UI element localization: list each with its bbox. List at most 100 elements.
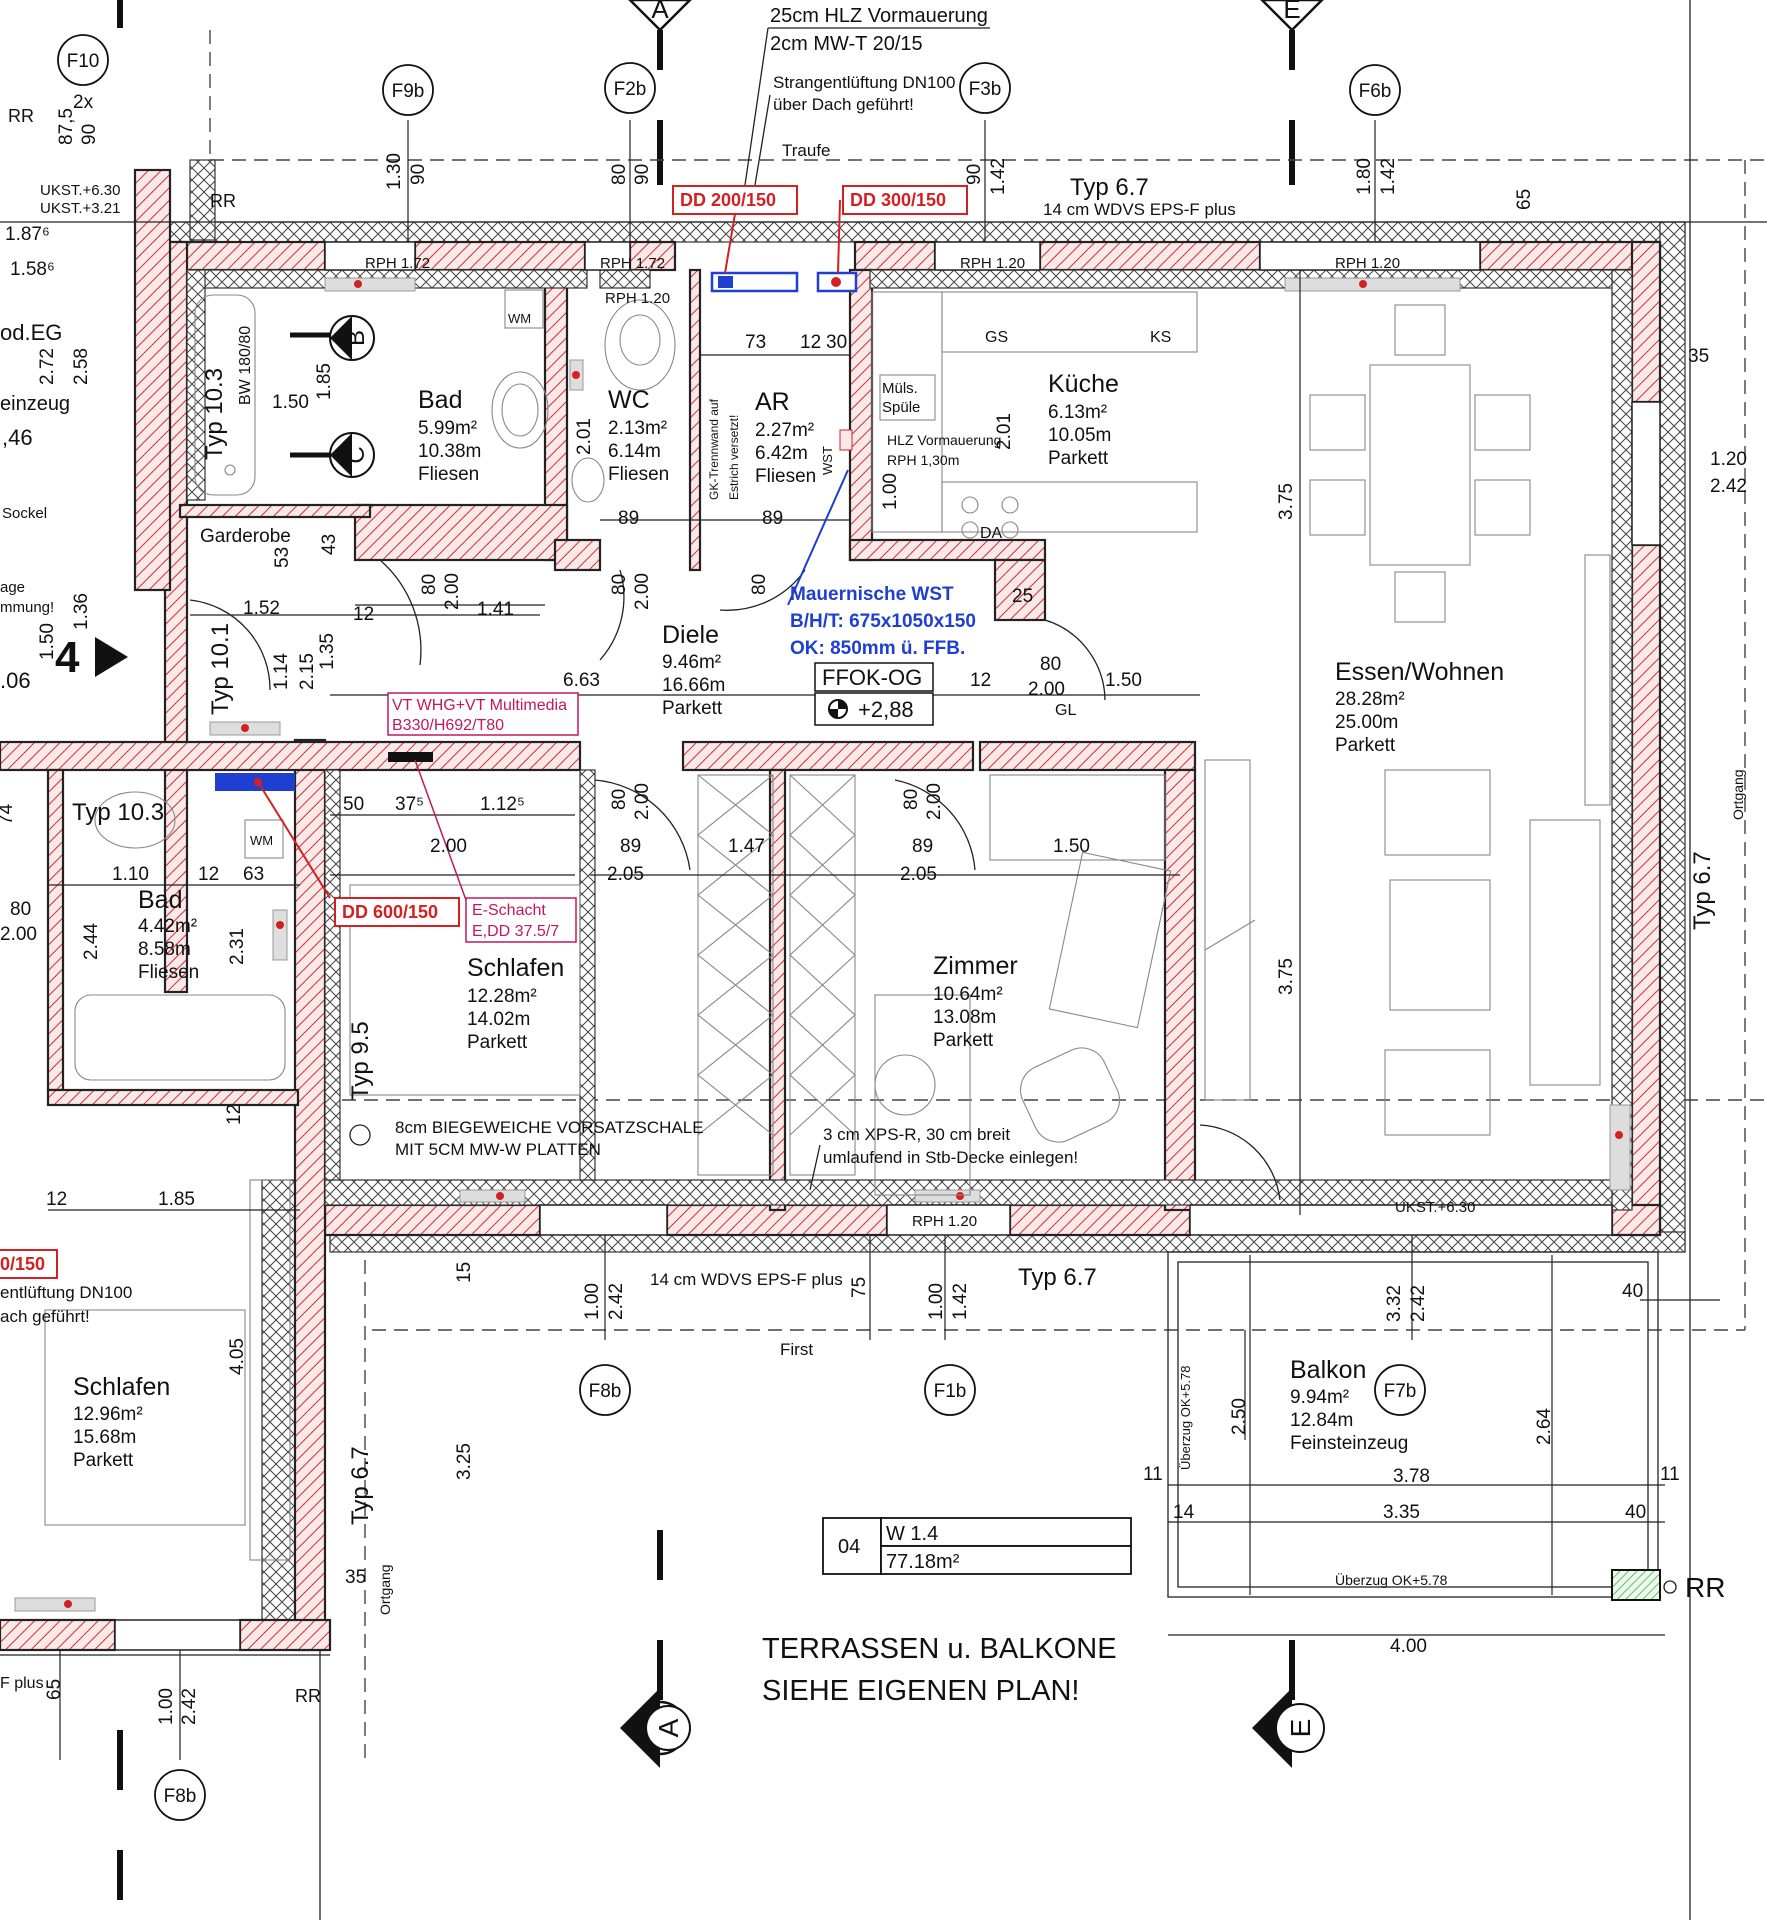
dimension-label: 11 <box>1143 1464 1163 1485</box>
dimension-label: 2.42 <box>1710 476 1747 497</box>
dimension-label: 1.58⁶ <box>10 259 55 280</box>
room-name: AR <box>755 388 790 416</box>
dimension-label: 12 <box>800 332 821 353</box>
dimension-label: 3.25 <box>454 1443 475 1480</box>
room-garderobe: Garderobe <box>200 526 291 547</box>
dimension-label: 2.00 <box>924 783 945 820</box>
vorsatz-label-2: MIT 5CM MW-W PLATTEN <box>395 1140 601 1159</box>
room-perimeter: 8.58m <box>138 939 191 960</box>
dimension-label: 50 <box>343 794 364 815</box>
room-area: 2.27m² <box>755 420 814 441</box>
dimension-label: 75 <box>849 1277 870 1298</box>
bathtub-label: BW 180/80 <box>237 326 254 405</box>
room-floor: Parkett <box>467 1032 528 1053</box>
axis-label: E <box>1283 0 1300 24</box>
dimension-label: 90 <box>79 124 100 145</box>
hlz-label: 25cm HLZ Vormauerung <box>770 5 988 27</box>
vt-label-2: B330/H692/T80 <box>392 717 504 734</box>
dimension-label: 1.42 <box>1378 158 1399 195</box>
wdvs-bottom: 14 cm WDVS EPS-F plus <box>650 1270 843 1289</box>
bathroom-fixtures: BW 180/80 WM WM <box>74 289 676 1081</box>
room-perimeter: 6.42m <box>755 443 808 464</box>
dimension-label: 1.85 <box>314 363 335 400</box>
dimension-label: 80 <box>901 789 922 810</box>
left-edge-text: einzeug <box>0 393 70 415</box>
dimension-label: 1.42 <box>950 1283 971 1320</box>
xps-label-2: umlaufend in Stb-Decke einlegen! <box>823 1148 1078 1167</box>
room-ar: AR 2.27m² 6.42m Fliesen GK-Trennwand auf… <box>707 388 835 500</box>
room-floor: Parkett <box>1048 448 1109 469</box>
grid-bubbles: F10 F9b F2b F3b F6b F8b F1b F7b F8b <box>57 34 1426 1821</box>
room-floor: Parkett <box>662 698 723 719</box>
room-floor: Fliesen <box>608 464 669 485</box>
dimension-label: 2.00 <box>442 573 463 610</box>
ortgang-left: Ortgang <box>377 1564 393 1615</box>
rr-label-4: RR <box>1685 1572 1725 1603</box>
room-schlafen: Schlafen 12.28m² 14.02m Parkett <box>467 954 564 1053</box>
dd600-label: DD 600/150 <box>342 902 438 922</box>
xps-label: 3 cm XPS-R, 30 cm breit <box>823 1125 1010 1144</box>
room-name: Bad <box>418 386 462 414</box>
room-name: Küche <box>1048 370 1119 398</box>
dimension-label: 12 <box>353 604 374 625</box>
dimension-label: 1.10 <box>112 864 149 885</box>
left-edge-text: .06 <box>0 668 31 693</box>
axis-label: E <box>1285 1719 1316 1738</box>
room-name: Essen/Wohnen <box>1335 658 1504 686</box>
axis-marker-b: B <box>290 315 375 361</box>
dimension-label: 1.50 <box>1105 670 1142 691</box>
room-essen: Essen/Wohnen 28.28m² 25.00m Parkett <box>1335 658 1504 756</box>
room-balkon: Balkon 9.94m² 12.84m Feinsteinzeug <box>1290 1356 1408 1454</box>
first-label: First <box>780 1340 813 1359</box>
dimension-label: 89 <box>618 508 639 529</box>
hlz-note: HLZ Vormauerung <box>887 432 1001 448</box>
rr-label-1: RR <box>8 106 34 126</box>
dimension-label: 63 <box>243 864 264 885</box>
unit-area: 77.18m² <box>886 1551 960 1573</box>
dimension-label: 3.75 <box>1276 958 1297 995</box>
dimension-label: 12 <box>224 1104 245 1125</box>
rph-label: RPH 1.20 <box>605 290 670 307</box>
dimension-label: F2b <box>614 79 647 100</box>
strang-left: entlüftung DN100 <box>0 1283 132 1302</box>
dimension-label: 1.52 <box>243 598 280 619</box>
dimension-label: 53 <box>272 547 293 568</box>
room-floor: Feinsteinzeug <box>1290 1433 1408 1454</box>
room-wc: WC 2.13m² 6.14m Fliesen <box>608 386 669 485</box>
dimension-label: 2.00 <box>632 783 653 820</box>
shafts <box>215 271 858 791</box>
left-edge-text: ,46 <box>2 425 33 450</box>
strang-label-2: über Dach geführt! <box>773 95 914 114</box>
dimension-label: 80 <box>1040 654 1061 675</box>
dimension-label: 90 <box>632 164 653 185</box>
typ67-right: Typ 6.7 <box>1689 851 1716 930</box>
hlz-note-2: RPH 1,30m <box>887 452 959 468</box>
balcony <box>1167 1251 1665 1636</box>
windows <box>114 241 1661 1651</box>
dimension-label: 74 <box>0 803 17 825</box>
dimension-label: 1.50 <box>1053 836 1090 857</box>
room-name: WC <box>608 386 650 414</box>
dimension-label: 1.50 <box>272 392 309 413</box>
gk-note-2: Estrich versetzt! <box>727 415 741 500</box>
dimension-label: 2.44 <box>81 923 102 960</box>
dimension-label: 89 <box>620 836 641 857</box>
dimension-label: 1.50 <box>37 623 58 660</box>
dimension-label: 1.35 <box>317 633 338 670</box>
room-area: 28.28m² <box>1335 689 1405 710</box>
room-floor: Parkett <box>933 1030 994 1051</box>
dimension-label: 1.14 <box>271 653 292 690</box>
room-area: 2.13m² <box>608 418 667 439</box>
dimension-label: 2.00 <box>0 924 37 945</box>
room-name: Diele <box>662 621 719 649</box>
room-perimeter: 15.68m <box>73 1427 136 1448</box>
wst-label: WST <box>820 446 835 475</box>
dimension-label: 2.42 <box>606 1283 627 1320</box>
room-perimeter: 10.38m <box>418 441 481 462</box>
dimension-label: 12 <box>198 864 219 885</box>
axis-marker-c: C <box>290 432 375 478</box>
dimension-label: 25 <box>1012 586 1033 607</box>
dimension-label: 2.05 <box>900 864 937 885</box>
terrassen-note: TERRASSEN u. BALKONE <box>762 1633 1117 1665</box>
bubble-f6b: F6b <box>1349 64 1401 116</box>
